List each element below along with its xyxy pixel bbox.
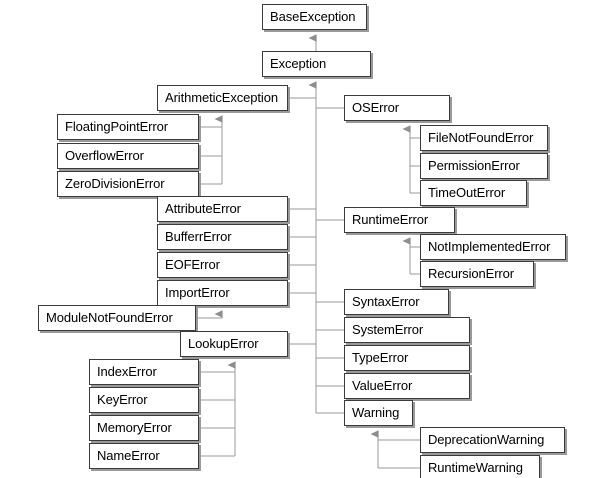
node-permissionerror: PermissionError xyxy=(420,153,548,179)
node-warning: Warning xyxy=(344,400,413,426)
node-keyerror: KeyError xyxy=(89,387,199,413)
node-label: BaseException xyxy=(270,9,356,24)
node-label: AttributeError xyxy=(165,201,241,216)
node-label: FloatingPointError xyxy=(65,119,168,134)
node-label: SyntaxError xyxy=(352,294,420,309)
node-label: OverflowError xyxy=(65,148,144,163)
node-attributeerror: AttributeError xyxy=(157,196,288,222)
node-filenotfounderror: FileNotFoundError xyxy=(420,125,548,151)
node-bufferrerror: BufferrError xyxy=(157,224,288,250)
node-label: FileNotFoundError xyxy=(428,130,534,145)
node-label: PermissionError xyxy=(428,158,520,173)
node-label: Warning xyxy=(352,405,400,420)
node-label: ImportError xyxy=(165,285,230,300)
node-lookuperror: LookupError xyxy=(180,331,288,357)
node-systemerror: SystemError xyxy=(344,317,470,343)
node-notimplementederror: NotImplementedError xyxy=(420,234,566,260)
node-nameerror: NameError xyxy=(89,443,199,469)
node-timeouterror: TimeOutError xyxy=(420,180,527,206)
node-label: RecursionError xyxy=(428,266,515,281)
node-label: LookupError xyxy=(188,336,259,351)
node-label: IndexError xyxy=(97,364,157,379)
node-valueerror: ValueError xyxy=(344,373,470,399)
node-label: ArithmeticException xyxy=(165,90,278,105)
node-label: NameError xyxy=(97,448,160,463)
node-label: NotImplementedError xyxy=(428,239,551,254)
node-label: DeprecationWarning xyxy=(428,432,545,447)
node-runtimeerror: RuntimeError xyxy=(344,207,455,233)
node-modulenotfounderror: ModuleNotFoundError xyxy=(38,305,196,331)
node-memoryerror: MemoryError xyxy=(89,415,199,441)
node-arithmeticexception: ArithmeticException xyxy=(157,85,288,111)
node-runtimewarning: RuntimeWarning xyxy=(420,455,540,478)
node-zerodivisionerror: ZeroDivisionError xyxy=(57,171,199,197)
node-label: TypeError xyxy=(352,350,409,365)
node-oserror: OSError xyxy=(344,95,450,121)
node-typeerror: TypeError xyxy=(344,345,470,371)
node-recursionerror: RecursionError xyxy=(420,261,534,287)
node-label: SystemError xyxy=(352,322,424,337)
node-eoferror: EOFError xyxy=(157,252,288,278)
node-label: OSError xyxy=(352,100,399,115)
node-label: ValueError xyxy=(352,378,413,393)
node-label: ZeroDivisionError xyxy=(65,176,165,191)
node-label: KeyError xyxy=(97,392,148,407)
node-label: ModuleNotFoundError xyxy=(46,310,173,325)
node-deprecationwarning: DeprecationWarning xyxy=(420,427,565,453)
node-label: MemoryError xyxy=(97,420,172,435)
node-exception: Exception xyxy=(262,51,371,77)
node-label: RuntimeWarning xyxy=(428,460,523,475)
node-syntaxerror: SyntaxError xyxy=(344,289,449,315)
node-baseexception: BaseException xyxy=(262,4,367,30)
node-overflowerror: OverflowError xyxy=(57,143,199,169)
node-label: Exception xyxy=(270,56,327,71)
node-label: TimeOutError xyxy=(428,185,506,200)
node-importerror: ImportError xyxy=(157,280,288,306)
node-floatingpointerror: FloatingPointError xyxy=(57,114,199,140)
node-label: RuntimeError xyxy=(352,212,429,227)
node-indexerror: IndexError xyxy=(89,359,199,385)
node-label: BufferrError xyxy=(165,229,232,244)
node-label: EOFError xyxy=(165,257,220,272)
